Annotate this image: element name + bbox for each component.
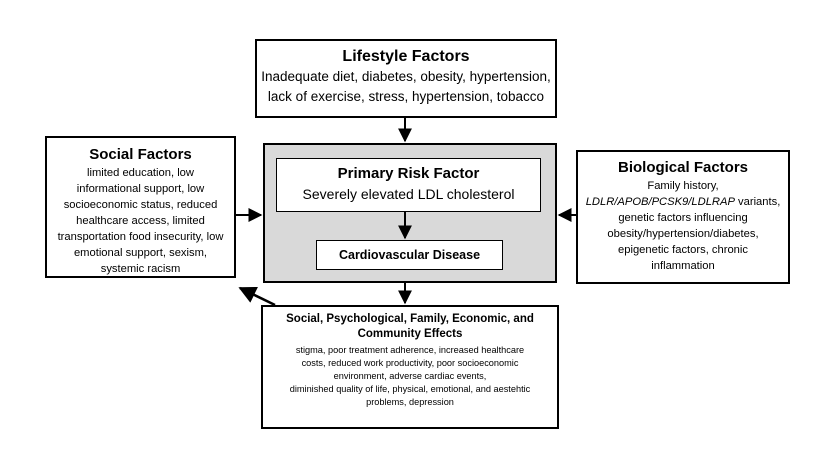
effects-line: costs, reduced work productivity, poor s… (301, 358, 519, 368)
effects-title: Social, Psychological, Family, Economic,… (263, 312, 557, 342)
social-line: transportation food insecurity, low (57, 231, 224, 243)
biological-line: Family history, (647, 180, 719, 192)
social-line: limited education, low (87, 167, 194, 179)
primary-risk-factor-title: Primary Risk Factor (337, 165, 480, 182)
social-line: emotional support, sexism, (73, 247, 208, 259)
social-line: socioeconomic status, reduced (63, 199, 218, 211)
biological-factors-box: Biological Factors Family history, LDLR/… (576, 150, 790, 284)
social-line: informational support, low (76, 183, 205, 195)
community-effects-box: Social, Psychological, Family, Economic,… (261, 305, 559, 429)
biological-line: genetic factors influencing (618, 212, 748, 224)
lifestyle-factors-box: Lifestyle Factors Inadequate diet, diabe… (255, 39, 557, 118)
primary-risk-factor-subtitle: Severely elevated LDL cholesterol (302, 186, 515, 202)
lifestyle-line: Inadequate diet, diabetes, obesity, hype… (261, 69, 551, 84)
biological-factors-body: Family history, LDLR/APOB/PCSK9/LDLRAP v… (578, 178, 788, 274)
effects-body: stigma, poor treatment adherence, increa… (263, 344, 557, 409)
cardiovascular-disease-label: Cardiovascular Disease (338, 248, 481, 262)
effects-line: problems, depression (366, 397, 454, 407)
social-factors-title: Social Factors (89, 146, 192, 163)
effects-line: stigma, poor treatment adherence, increa… (295, 345, 525, 355)
biological-line: inflammation (651, 260, 715, 272)
gene-variants: LDLR/APOB/PCSK9/LDLRAP (585, 196, 735, 208)
cardiovascular-disease-box: Cardiovascular Disease (316, 240, 503, 270)
biological-line: obesity/hypertension/diabetes, (607, 228, 759, 240)
effects-title-line: Community Effects (357, 328, 463, 340)
social-line: systemic racism (100, 263, 181, 275)
primary-risk-factor-box: Primary Risk Factor Severely elevated LD… (276, 158, 541, 212)
social-factors-body: limited education, low informational sup… (47, 165, 234, 277)
effects-line: diminished quality of life, physical, em… (289, 384, 531, 394)
social-factors-box: Social Factors limited education, low in… (45, 136, 236, 278)
arrow-effects-to-social (238, 286, 276, 307)
lifestyle-factors-title: Lifestyle Factors (342, 48, 470, 65)
social-line: healthcare access, limited (76, 215, 205, 227)
biological-factors-title: Biological Factors (617, 159, 749, 176)
effects-line: environment, adverse cardiac events, (333, 371, 487, 381)
biological-variants-line: LDLR/APOB/PCSK9/LDLRAP variants, (578, 194, 788, 210)
lifestyle-factors-body: Inadequate diet, diabetes, obesity, hype… (257, 67, 555, 107)
variants-suffix: variants, (734, 196, 781, 208)
biological-line: epigenetic factors, chronic (618, 244, 748, 256)
effects-title-line: Social, Psychological, Family, Economic,… (286, 313, 534, 325)
lifestyle-line: lack of exercise, stress, hypertension, … (267, 89, 545, 104)
